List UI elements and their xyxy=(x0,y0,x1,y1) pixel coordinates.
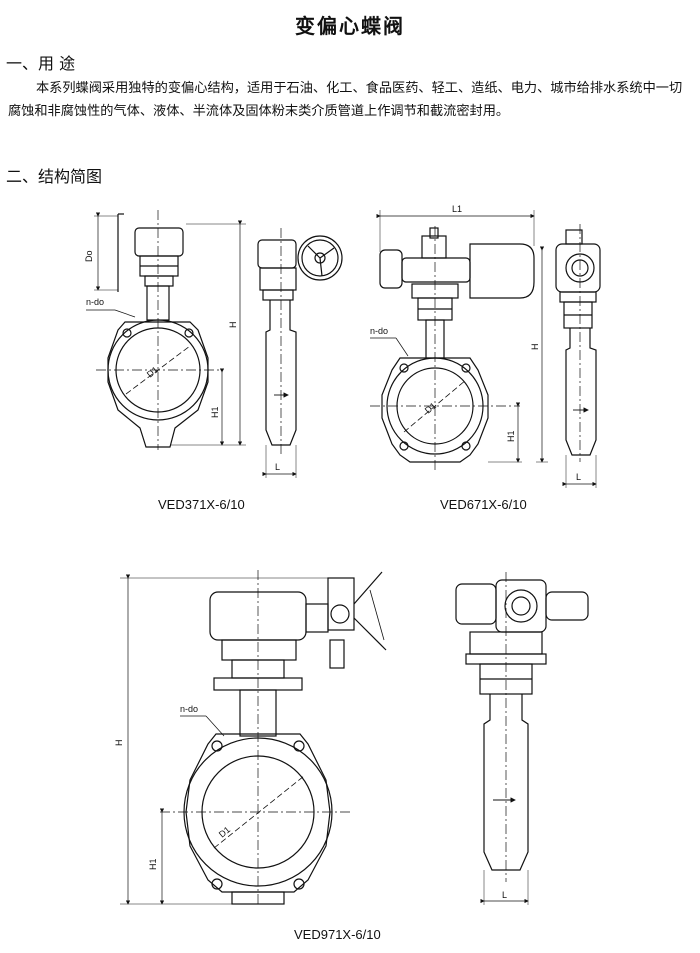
label-d1: D1 xyxy=(217,824,232,839)
electric-actuator-front xyxy=(209,571,387,691)
label-l: L xyxy=(576,472,581,482)
document-title: 变偏心蝶阀 xyxy=(295,14,405,38)
label-do: Do xyxy=(84,250,94,262)
section-heading-usage: 一、用 途 xyxy=(6,54,76,73)
drawing-ved671x: L1 n-do D1 H H1 L xyxy=(370,204,601,488)
label-h: H xyxy=(228,322,238,329)
caption-ved671x: VED671X-6/10 xyxy=(440,497,527,512)
caption-ved971x: VED971X-6/10 xyxy=(294,927,381,942)
drawing-ved371x: Do n-do D1 H H1 L xyxy=(84,210,343,478)
label-ndo: n-do xyxy=(180,704,198,714)
label-ndo: n-do xyxy=(86,297,104,307)
valve-side-view xyxy=(257,228,343,478)
section-usage-paragraph: 本系列蝶阀采用独特的变偏心结构，适用于石油、化工、食品医药、轻工、造纸、电力、城… xyxy=(8,77,694,123)
label-h1: H1 xyxy=(210,406,220,418)
valve-body-front xyxy=(370,226,520,470)
label-ndo: n-do xyxy=(370,326,388,336)
label-h1: H1 xyxy=(148,858,158,870)
label-l1: L1 xyxy=(452,204,462,214)
label-h: H xyxy=(530,344,540,351)
actuator-front xyxy=(379,227,535,321)
valve-body-front xyxy=(86,210,220,450)
caption-ved371x: VED371X-6/10 xyxy=(158,497,245,512)
valve-body-front xyxy=(160,570,350,906)
label-d1: D1 xyxy=(423,400,438,415)
label-l: L xyxy=(275,462,280,472)
gearbox-front xyxy=(117,213,184,292)
label-h: H xyxy=(114,740,124,747)
label-h1: H1 xyxy=(506,430,516,442)
label-l: L xyxy=(502,890,507,900)
drawing-ved971x: n-do D1 H H1 L xyxy=(114,570,589,906)
valve-side-view xyxy=(455,572,589,905)
usage-text: 本系列蝶阀采用独特的变偏心结构，适用于石油、化工、食品医药、轻工、造纸、电力、城… xyxy=(8,81,683,119)
section-heading-structure: 二、结构简图 xyxy=(6,167,103,186)
valve-side-view xyxy=(555,224,601,488)
